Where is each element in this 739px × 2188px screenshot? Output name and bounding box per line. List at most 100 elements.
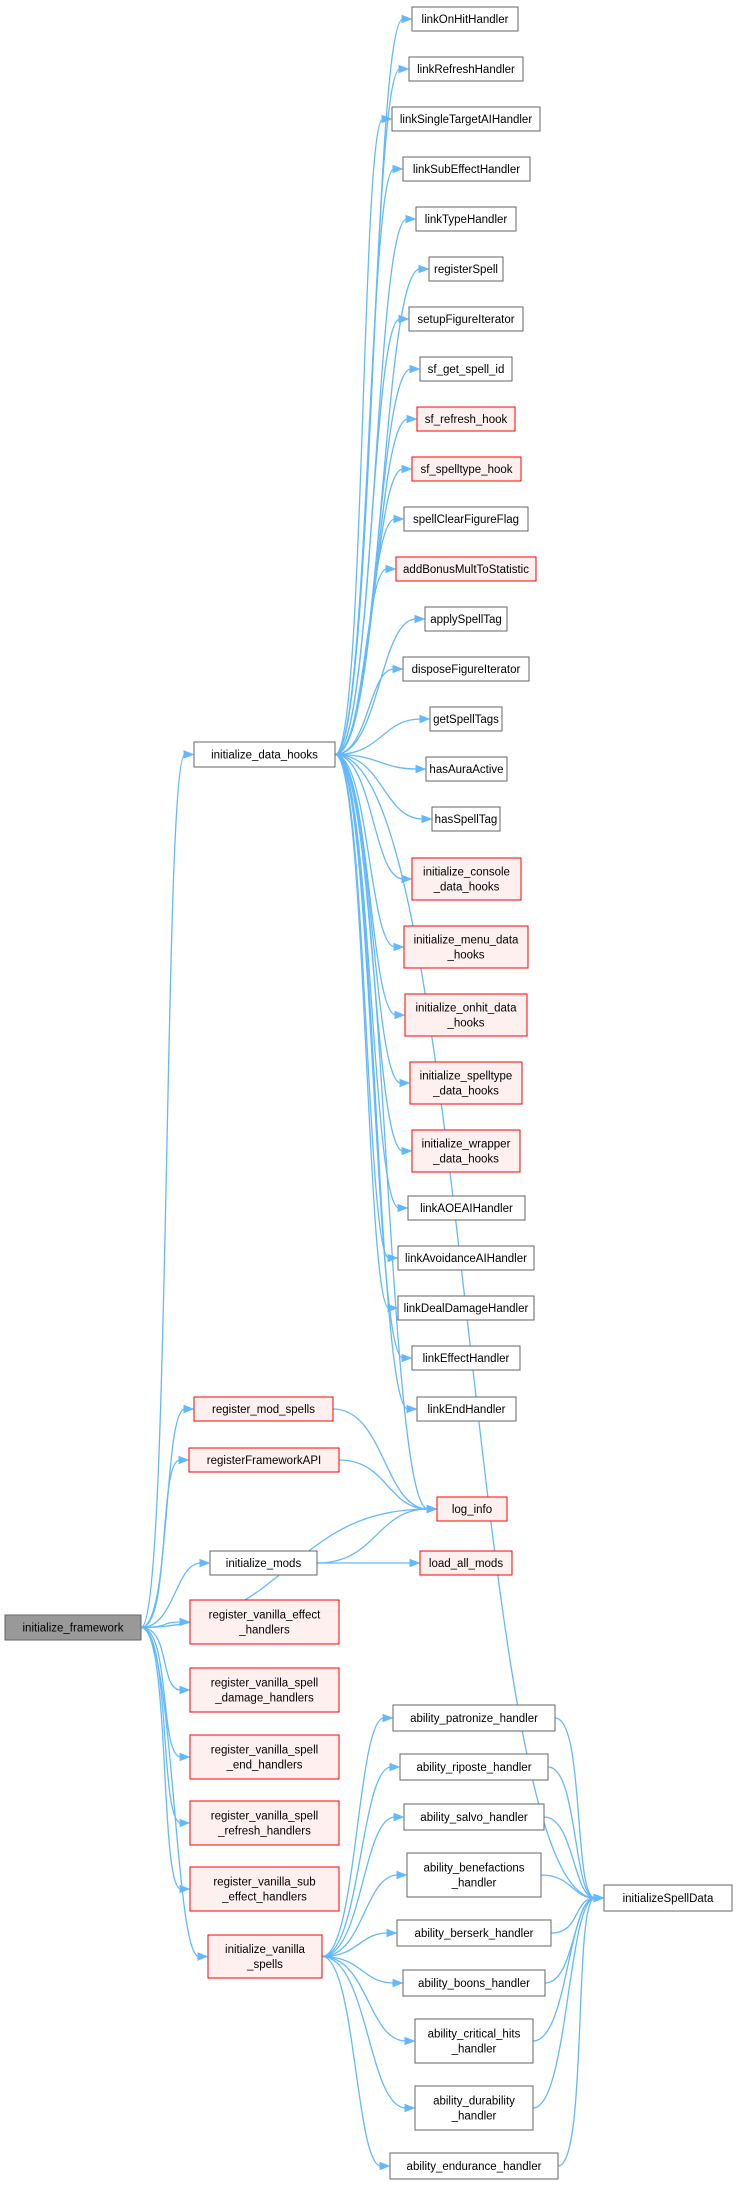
node-applyspelltag[interactable]: applySpellTag <box>424 606 508 632</box>
node-sf-spelltype-hook[interactable]: sf_spelltype_hook <box>411 456 522 482</box>
node-getspelltags[interactable]: getSpellTags <box>429 706 503 732</box>
arrowhead-icon <box>398 64 410 74</box>
node-initialize-console-data-hooks[interactable]: initialize_console_data_hooks <box>411 857 522 901</box>
call-edge-init_fw-to-reg_van_damage <box>140 1626 182 1691</box>
node-initialize-menu-data-hooks[interactable]: initialize_menu_data_hooks <box>403 925 529 969</box>
node-box <box>207 1934 323 1979</box>
node-initialize-vanilla-spells[interactable]: initialize_vanilla_spells <box>207 1934 323 1979</box>
arrowhead-icon <box>397 1203 409 1213</box>
node-label: ability_berserk_handler <box>415 1928 534 1940</box>
call-edge-init_data_hooks-to-linkSingleTarget <box>334 118 384 756</box>
node-registerspell[interactable]: registerSpell <box>428 256 504 282</box>
node-initialize-framework[interactable]: initialize_framework <box>4 1614 142 1641</box>
node-linkendhandler[interactable]: linkEndHandler <box>416 1396 517 1422</box>
node-box <box>209 1550 318 1576</box>
node-box <box>436 1496 508 1522</box>
node-spellclearfigureflag[interactable]: spellClearFigureFlag <box>403 506 529 532</box>
node-linkrefreshhandler[interactable]: linkRefreshHandler <box>408 56 524 82</box>
node-initialize-spelltype-data-hooks[interactable]: initialize_spelltype_data_hooks <box>409 1061 523 1105</box>
node-label: linkEndHandler <box>428 1404 506 1416</box>
node-log-info[interactable]: log_info <box>436 1496 508 1522</box>
arrowhead-icon <box>399 1078 411 1088</box>
node-box <box>399 1753 549 1781</box>
node-label: _data_hooks <box>432 1154 499 1166</box>
node-ability-durability-handler[interactable]: ability_durability_handler <box>414 2085 534 2131</box>
node-linksubeffecthandler[interactable]: linkSubEffectHandler <box>402 156 531 182</box>
node-box <box>189 1667 340 1713</box>
node-label: sf_spelltype_hook <box>420 464 512 476</box>
node-linktypehandler[interactable]: linkTypeHandler <box>415 206 517 232</box>
node-load-all-mods[interactable]: load_all_mods <box>419 1550 513 1576</box>
node-box <box>404 993 528 1037</box>
node-ability-critical-hits-handler[interactable]: ability_critical_hits_handler <box>414 2018 534 2064</box>
node-hasauraactive[interactable]: hasAuraActive <box>425 756 508 782</box>
node-initialize-data-hooks[interactable]: initialize_data_hooks <box>193 741 336 768</box>
node-ability-boons-handler[interactable]: ability_boons_handler <box>402 1969 546 1997</box>
arrowhead-icon <box>401 1146 413 1156</box>
call-graph-nodes: initialize_framework initialize_data_hook… <box>4 6 733 2180</box>
node-linkdealdamagehandler[interactable]: linkDealDamageHandler <box>397 1295 535 1321</box>
node-box <box>4 1614 142 1641</box>
node-box <box>429 706 503 732</box>
arrowhead-icon <box>404 2103 416 2113</box>
node-register-vanilla-spell-damage-handlers[interactable]: register_vanilla_spell_damage_handlers <box>189 1667 340 1713</box>
node-register-vanilla-sub-effect-handlers[interactable]: register_vanilla_sub_effect_handlers <box>189 1866 340 1912</box>
node-registerframeworkapi[interactable]: registerFrameworkAPI <box>188 1447 340 1473</box>
node-initialize-onhit-data-hooks[interactable]: initialize_onhit_data_hooks <box>404 993 528 1037</box>
node-initialize-mods[interactable]: initialize_mods <box>209 1550 318 1576</box>
node-disposefigureiterator[interactable]: disposeFigureIterator <box>402 656 530 682</box>
node-label: ability_boons_handler <box>418 1978 530 1990</box>
call-edge-init_fw-to-init_data_hooks <box>140 753 186 1629</box>
node-register-vanilla-spell-refresh-handlers[interactable]: register_vanilla_spell_refresh_handlers <box>189 1800 340 1846</box>
arrowhead-icon <box>393 942 405 952</box>
arrowhead-icon <box>418 264 430 274</box>
call-edge-init_van_spells-to-ab_riposte <box>321 1766 392 1958</box>
node-label: _effect_handlers <box>221 1892 307 1904</box>
node-setupfigureiterator[interactable]: setupFigureIterator <box>408 306 524 332</box>
node-label: register_vanilla_effect <box>209 1610 321 1622</box>
node-label: linkSubEffectHandler <box>413 164 520 176</box>
call-edge-init_van_spells-to-ab_boons <box>321 1955 395 1984</box>
call-edge-ab_durability-to-initSpellData <box>532 1897 596 2109</box>
node-label: initialize_wrapper <box>422 1139 511 1151</box>
node-initializespelldata[interactable]: initializeSpellData <box>603 1884 733 1912</box>
node-box <box>402 1969 546 1997</box>
call-edge-init_data_hooks-to-hasAuraActive <box>334 753 418 770</box>
node-box <box>188 1447 340 1473</box>
node-ability-salvo-handler[interactable]: ability_salvo_handler <box>403 1803 545 1831</box>
arrowhead-icon <box>406 1404 418 1414</box>
node-register-vanilla-effect-handlers[interactable]: register_vanilla_effect_handlers <box>189 1599 340 1645</box>
node-initialize-wrapper-data-hooks[interactable]: initialize_wrapper _data_hooks <box>411 1129 521 1173</box>
node-ability-berserk-handler[interactable]: ability_berserk_handler <box>396 1919 552 1947</box>
node-label: initializeSpellData <box>623 1893 714 1905</box>
call-edge-init_fw-to-reg_van_end <box>140 1626 182 1758</box>
call-edge-init_data_hooks-to-init_console <box>334 753 404 880</box>
node-register-vanilla-spell-end-handlers[interactable]: register_vanilla_spell_end_handlers <box>189 1734 340 1780</box>
node-box <box>396 1919 552 1947</box>
arrowhead-icon <box>409 1558 421 1568</box>
node-linkavoidanceaihandler[interactable]: linkAvoidanceAIHandler <box>397 1245 535 1271</box>
call-edge-init_data_hooks-to-linkDeal <box>334 753 390 1309</box>
node-ability-riposte-handler[interactable]: ability_riposte_handler <box>399 1753 549 1781</box>
node-register-mod-spells[interactable]: register_mod_spells <box>193 1396 334 1422</box>
arrowhead-icon <box>178 1455 190 1465</box>
arrowhead-icon <box>401 874 413 884</box>
node-ability-patronize-handler[interactable]: ability_patronize_handler <box>392 1704 556 1732</box>
node-hasspelltag[interactable]: hasSpellTag <box>431 806 501 832</box>
arrowhead-icon <box>419 714 431 724</box>
node-linkonhithandler[interactable]: linkOnHitHandler <box>411 6 519 32</box>
node-linkaoeaihandler[interactable]: linkAOEAIHandler <box>407 1195 526 1221</box>
node-box <box>408 306 524 332</box>
node-label: _hooks <box>446 950 484 962</box>
node-ability-benefactions-handler[interactable]: ability_benefactions_handler <box>406 1852 542 1898</box>
node-linkeffecthandler[interactable]: linkEffectHandler <box>411 1345 521 1371</box>
node-ability-endurance-handler[interactable]: ability_endurance_handler <box>389 2152 559 2180</box>
node-sf-refresh-hook[interactable]: sf_refresh_hook <box>416 406 516 432</box>
node-addbonusmulttostatistic[interactable]: addBonusMultToStatistic <box>395 556 537 582</box>
node-sf-get-spell-id[interactable]: sf_get_spell_id <box>419 356 513 382</box>
node-linksingletargetaihandler[interactable]: linkSingleTargetAIHandler <box>391 106 541 132</box>
node-label: linkRefreshHandler <box>417 64 515 76</box>
arrowhead-icon <box>401 14 413 24</box>
node-label: ability_endurance_handler <box>407 2161 542 2173</box>
call-edge-init_data_hooks-to-linkSubEffect <box>334 168 395 756</box>
